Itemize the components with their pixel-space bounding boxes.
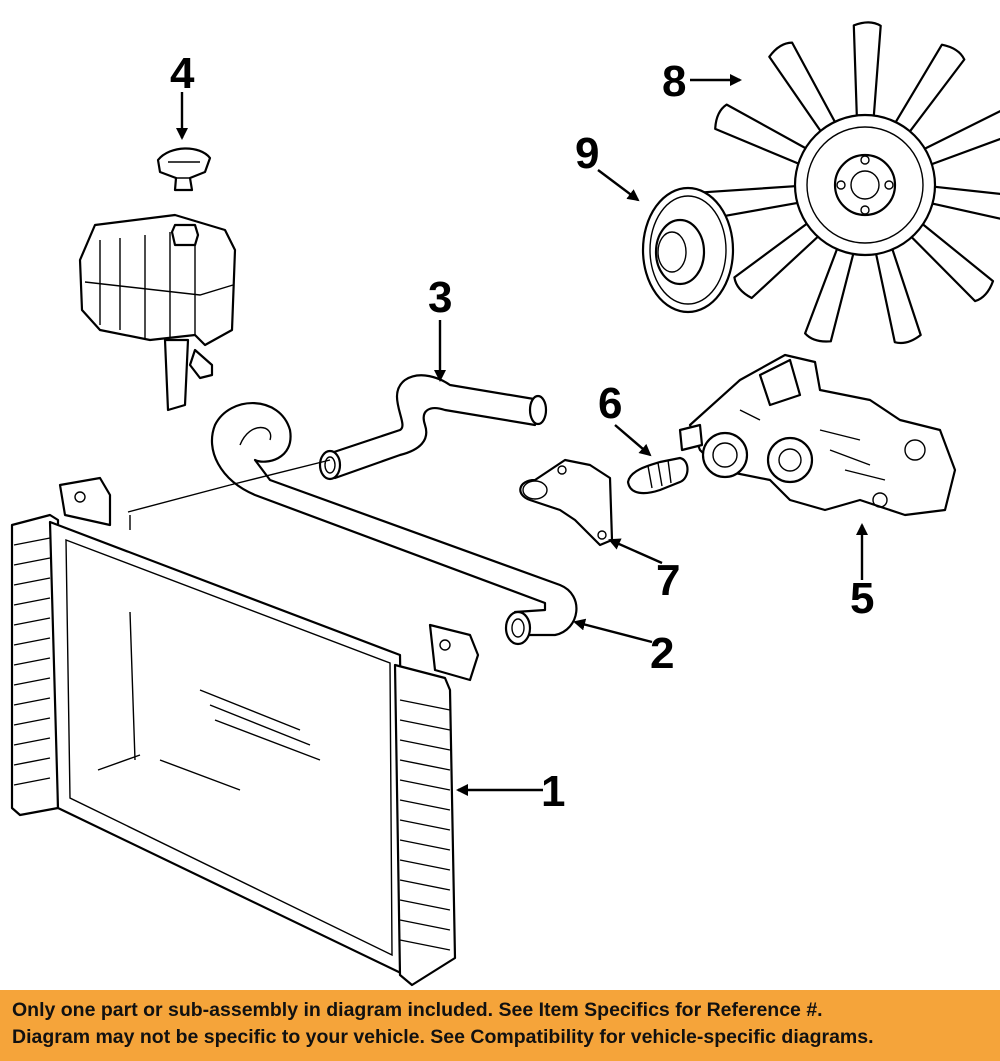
disclaimer-line-1: Only one part or sub-assembly in diagram… xyxy=(12,999,823,1021)
callout-9: 9 xyxy=(575,129,599,178)
callout-7: 7 xyxy=(656,556,680,605)
callout-8: 8 xyxy=(662,57,686,106)
fan-blade xyxy=(900,213,995,303)
disclaimer-line-2: Diagram may not be specific to your vehi… xyxy=(12,1026,874,1048)
disclaimer-banner: Only one part or sub-assembly in diagram… xyxy=(0,990,1000,1061)
water-pump-part xyxy=(678,353,957,517)
callout-labels: 1 2 3 4 5 6 7 8 9 xyxy=(170,49,874,816)
fan-blade xyxy=(733,213,830,300)
thermostat-part xyxy=(626,456,689,495)
cooling-system-diagram: 1 2 3 4 5 6 7 8 9 xyxy=(10,21,1000,987)
callout-2: 2 xyxy=(650,629,674,678)
fan-blade xyxy=(852,21,882,132)
fan-blade xyxy=(871,234,922,345)
pulley-part xyxy=(641,186,735,314)
fan-blade xyxy=(768,41,844,145)
coolant-reservoir-part xyxy=(78,213,237,412)
upper-hose-part xyxy=(318,374,548,481)
callout-1: 1 xyxy=(541,767,565,816)
cooling-fan-part xyxy=(702,21,1000,345)
fan-blade xyxy=(714,103,820,171)
reservoir-cap-part xyxy=(156,147,212,192)
fan-blade xyxy=(886,43,966,145)
fan-blade xyxy=(804,234,859,343)
callout-3: 3 xyxy=(428,273,452,322)
radiator-part xyxy=(10,476,480,987)
thermostat-housing-part xyxy=(519,458,614,547)
leader-lines xyxy=(176,74,868,796)
callout-5: 5 xyxy=(850,574,874,623)
lower-hose-part xyxy=(210,402,578,646)
fan-blade xyxy=(916,184,1000,220)
callout-6: 6 xyxy=(598,379,622,428)
fan-blade xyxy=(910,110,1000,171)
callout-4: 4 xyxy=(170,49,195,98)
